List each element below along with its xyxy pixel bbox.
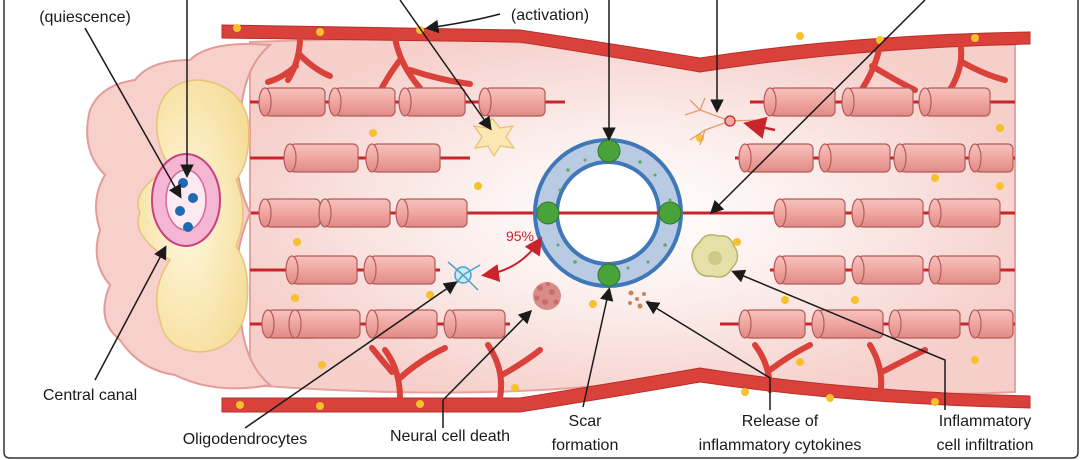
label-release-of: Release of <box>741 413 819 430</box>
blood-vessel-top <box>221 24 1031 73</box>
label-cell-infiltration: cell infiltration <box>936 437 1034 454</box>
percent-arrow <box>481 236 543 282</box>
myelin-sheaths <box>258 87 1014 339</box>
figure-frame <box>3 0 1079 459</box>
glial-cells <box>536 139 682 287</box>
activated-astrocyte <box>472 116 516 158</box>
neuron-arrow <box>743 116 776 139</box>
inflammatory-cell <box>691 234 739 278</box>
annotation-arrows <box>84 0 946 429</box>
oligodendrocyte-cell <box>447 261 481 291</box>
label-percent: 95% <box>505 228 535 244</box>
label-central-canal: Central canal <box>42 387 138 404</box>
label-inflammatory-cytokines: inflammatory cytokines <box>698 437 862 454</box>
label-scar: Scar <box>568 413 602 430</box>
dead-neural-cell <box>533 282 561 310</box>
label-inflammatory: Inflammatory <box>938 413 1032 430</box>
label-neural-cell-death: Neural cell death <box>389 428 511 445</box>
blood-vessel-bottom <box>221 367 1031 413</box>
neuron-cell <box>684 97 761 146</box>
label-oligodendrocytes: Oligodendrocytes <box>182 431 308 448</box>
label-activation: (activation) <box>510 7 590 24</box>
label-quiescence: (quiescence) <box>39 9 131 26</box>
label-formation: formation <box>551 437 619 454</box>
